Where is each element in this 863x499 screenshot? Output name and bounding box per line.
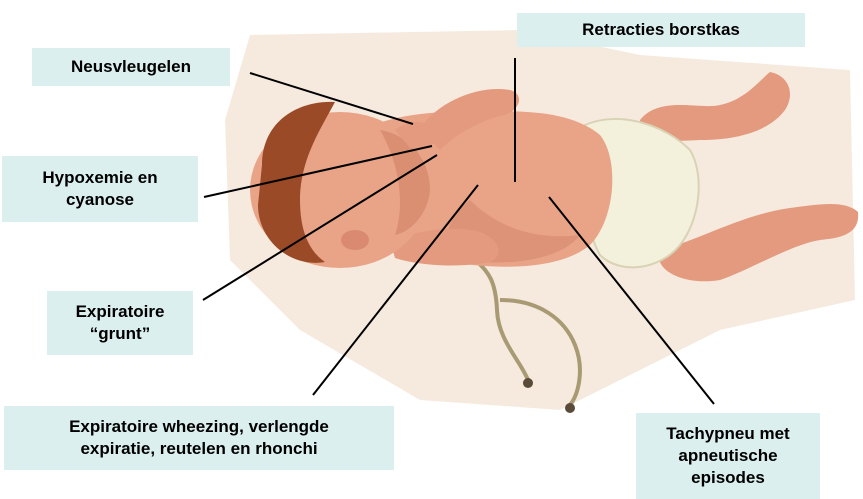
label-tachypneu-apneutische-episodes: Tachypneu met apneutische episodes <box>636 413 820 499</box>
leader-line-grunt <box>203 155 437 300</box>
label-expiratoire-wheezing: Expiratoire wheezing, verlengde expirati… <box>4 406 394 470</box>
leader-line-neusvleugelen <box>250 73 413 124</box>
label-expiratoire-grunt: Expiratoire “grunt” <box>47 291 193 355</box>
label-hypoxemie-cyanose: Hypoxemie en cyanose <box>2 156 198 222</box>
leader-line-hypoxemie <box>204 146 432 197</box>
label-retracties-borstkas: Retracties borstkas <box>517 13 805 47</box>
leader-line-tachypneu <box>549 197 714 404</box>
label-neusvleugelen: Neusvleugelen <box>32 48 230 86</box>
